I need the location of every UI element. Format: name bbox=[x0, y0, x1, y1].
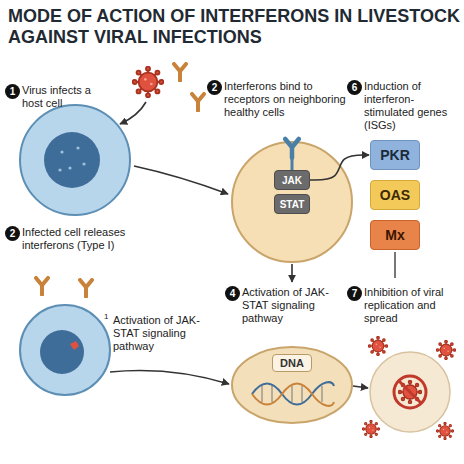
dna-helix bbox=[252, 384, 334, 406]
host-cell bbox=[58, 168, 61, 171]
nucleus bbox=[232, 347, 352, 423]
node-text: STAT bbox=[280, 199, 305, 210]
title: MODE OF ACTION OF INTERFERONS IN LIVESTO… bbox=[8, 6, 460, 48]
virus-particle bbox=[368, 336, 387, 355]
dna-helix bbox=[292, 386, 293, 402]
nucleus bbox=[232, 347, 352, 423]
prohibition-sign bbox=[399, 381, 421, 403]
dna-helix bbox=[252, 382, 334, 406]
dna-helix bbox=[252, 382, 334, 404]
host-cell bbox=[44, 132, 100, 188]
infected-cell bbox=[70, 341, 79, 350]
host-cell bbox=[60, 150, 63, 153]
callout-number: 2 bbox=[207, 80, 222, 95]
callout-number: 1 bbox=[5, 84, 20, 99]
callout-number: 2 bbox=[5, 226, 20, 241]
receptor-symbol bbox=[285, 139, 299, 158]
signal-arrow bbox=[291, 264, 293, 282]
node-text: JAK bbox=[282, 175, 302, 186]
release-arrow bbox=[110, 371, 229, 385]
node-text: Mx bbox=[385, 227, 404, 243]
dna-helix bbox=[262, 386, 322, 402]
prohibition-sign bbox=[394, 376, 426, 408]
dna-helix bbox=[272, 386, 273, 402]
host-cell bbox=[76, 146, 79, 149]
dna-helix bbox=[262, 386, 263, 402]
step-text: Virus infects a host cell bbox=[22, 84, 104, 110]
step-text: Inhibition of viral replication and spre… bbox=[364, 286, 460, 325]
callout-number: 1 bbox=[104, 312, 108, 321]
kinase-box: JAK bbox=[274, 170, 310, 190]
virus-particle bbox=[133, 67, 164, 98]
receptor-symbol bbox=[285, 139, 299, 170]
inhibit-arrow bbox=[353, 386, 368, 388]
interferon-molecule bbox=[36, 278, 92, 297]
virus-particle bbox=[436, 422, 453, 439]
step-text: Activation of JAK-STAT signaling pathway bbox=[242, 286, 347, 325]
step-text: Induction of interferon-stimulated genes… bbox=[364, 80, 460, 132]
isg-connector bbox=[394, 252, 396, 278]
infected-cell bbox=[40, 330, 84, 374]
host-cell bbox=[20, 105, 130, 215]
gene-box: OAS bbox=[370, 180, 420, 210]
step-text: Activation of JAK-STAT signaling pathway bbox=[113, 314, 213, 353]
isg-connector bbox=[394, 252, 396, 278]
healthy-cell bbox=[232, 142, 352, 262]
release-arrow bbox=[110, 371, 229, 385]
infected-cell bbox=[20, 305, 110, 395]
virus-particle bbox=[436, 340, 455, 359]
virus-particle bbox=[362, 336, 455, 439]
callout-number: 7 bbox=[347, 286, 362, 301]
inhibition-zone bbox=[370, 352, 450, 432]
infection-arrows bbox=[134, 166, 228, 194]
step-text: Interferons bind to receptors on neighbo… bbox=[224, 80, 346, 119]
gene-box: Mx bbox=[370, 220, 420, 250]
healthy-cell bbox=[232, 142, 352, 262]
kinase-box: STAT bbox=[274, 194, 310, 214]
interferon-molecule bbox=[192, 94, 204, 111]
interferon-molecule bbox=[80, 280, 92, 297]
infection-arrows bbox=[120, 102, 146, 124]
callout-number: 4 bbox=[225, 286, 240, 301]
node-text: DNA bbox=[280, 357, 304, 369]
virus-particle bbox=[362, 420, 379, 437]
infection-arrows bbox=[120, 102, 228, 194]
inhibition-zone bbox=[370, 352, 450, 432]
virus-particle bbox=[399, 381, 422, 404]
inhibit-arrow bbox=[353, 386, 368, 388]
host-cell bbox=[82, 162, 85, 165]
prohibition-sign bbox=[394, 376, 426, 408]
interferon-molecule bbox=[174, 64, 186, 81]
gene-box: PKR bbox=[370, 140, 420, 170]
callout-number: 6 bbox=[347, 80, 362, 95]
receptor-symbol bbox=[291, 158, 294, 170]
infected-cell bbox=[20, 305, 110, 395]
signal-connector bbox=[310, 155, 369, 180]
host-cell bbox=[20, 105, 130, 215]
node-text: PKR bbox=[380, 147, 410, 163]
host-cell bbox=[68, 166, 71, 169]
signal-arrow bbox=[291, 264, 293, 282]
dna-box: DNA bbox=[272, 354, 312, 372]
interferon-molecule bbox=[174, 64, 204, 111]
interferon-molecule bbox=[36, 278, 48, 295]
node-text: OAS bbox=[380, 187, 410, 203]
dna-helix bbox=[302, 386, 303, 402]
virus-particle bbox=[133, 67, 164, 98]
dna-helix bbox=[322, 386, 323, 402]
step-text: Infected cell releases interferons (Type… bbox=[22, 226, 140, 252]
